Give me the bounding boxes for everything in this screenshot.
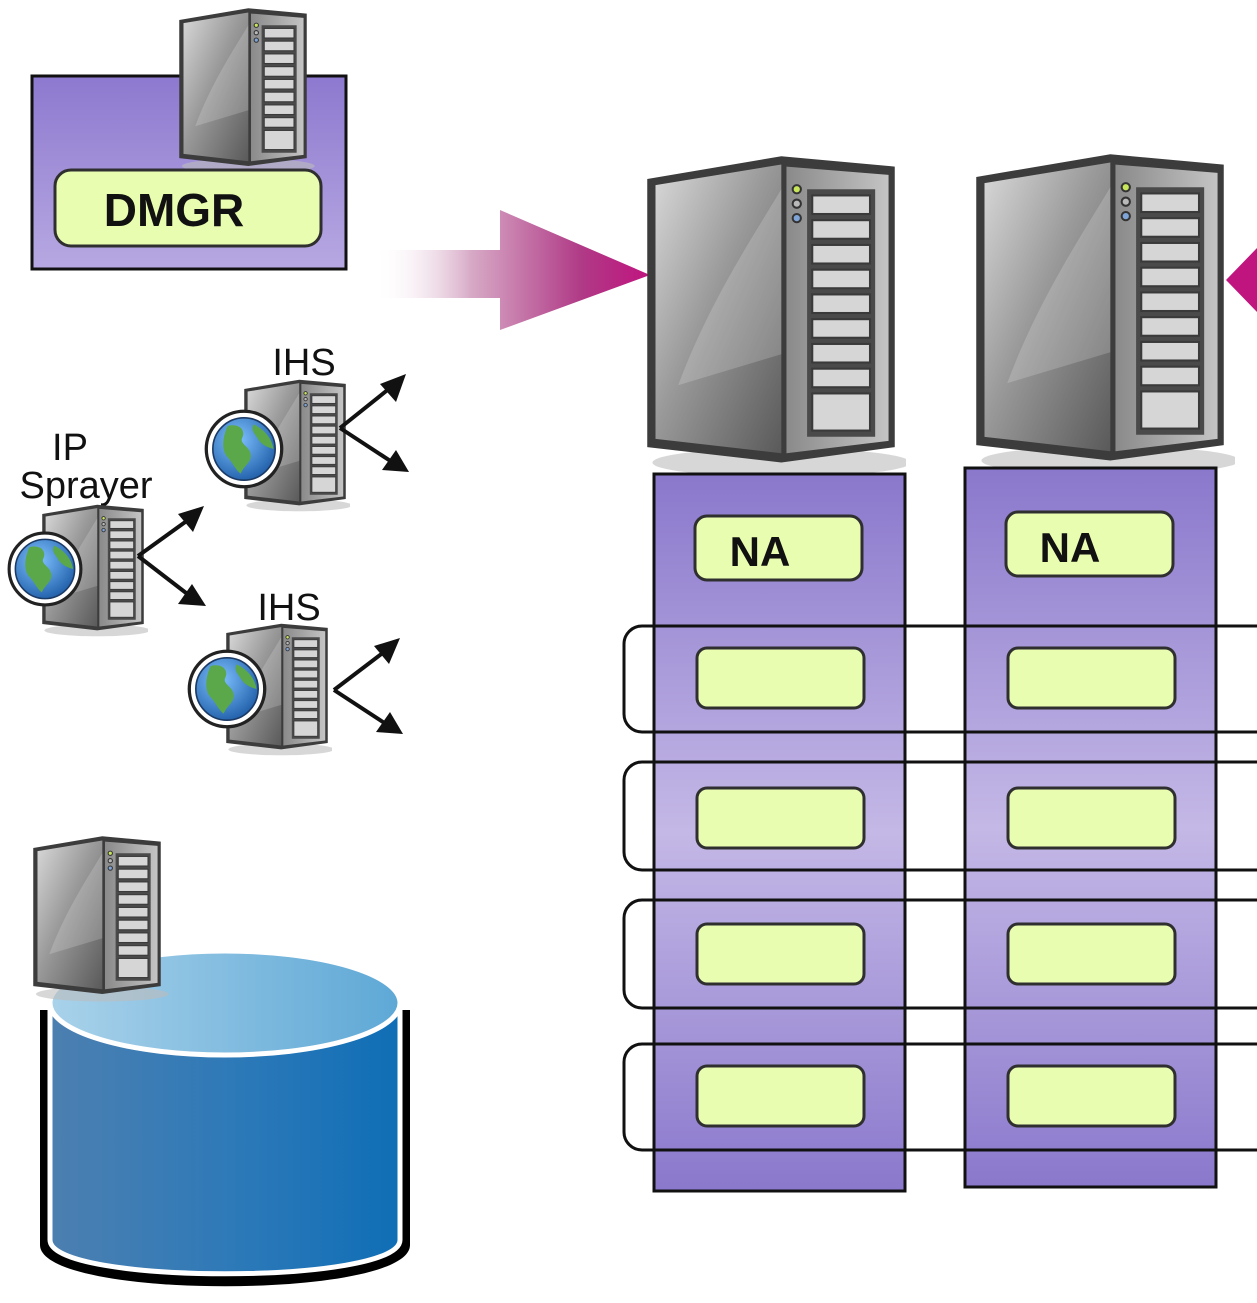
node-right-server-icon: [975, 153, 1235, 476]
member-left-3: [695, 922, 866, 986]
member-left-4: [695, 1064, 866, 1128]
dmgr-label: DMGR: [104, 184, 245, 236]
node-left-agent-box: [693, 514, 864, 582]
dmgr-group: DMGR: [30, 7, 348, 271]
ip-sprayer-label-line1: IP: [52, 427, 88, 469]
dmgr-server-icon: [178, 7, 316, 174]
database-group: [32, 835, 410, 1287]
cluster-members: [695, 646, 1177, 1128]
ip-sprayer-globe-icon: [7, 531, 83, 607]
node-left-agent-label: NA: [730, 528, 791, 575]
arrow-right-edge-icon: [1226, 248, 1257, 312]
ihs-bottom-arrow-up-icon: [374, 638, 400, 664]
ihs-bottom-label: IHS: [257, 587, 320, 629]
ip-sprayer-arrow-up-icon: [178, 506, 204, 532]
ihs-top-arrow-down-icon: [382, 450, 409, 472]
node-right-agent-box: [1004, 510, 1175, 578]
member-right-3: [1006, 922, 1177, 986]
arrow-to-node-left: [375, 210, 650, 330]
ihs-top-globe-icon: [204, 409, 284, 489]
member-left-1: [695, 646, 866, 710]
member-right-2: [1006, 786, 1177, 850]
ihs-bottom-globe-icon: [187, 649, 267, 729]
ihs-top-group: IHS: [204, 342, 409, 512]
dmgr-label-box: [53, 168, 323, 248]
cluster-outlines: [622, 624, 1257, 1152]
node-left-server-icon: [646, 155, 906, 478]
cluster-outline-3: [622, 898, 1257, 1010]
ip-sprayer-label-line2: Sprayer: [19, 465, 152, 507]
ihs-bottom-group: IHS: [187, 587, 403, 756]
cluster-outline-4: [622, 1042, 1257, 1152]
member-right-1: [1006, 646, 1177, 710]
database-server-icon: [32, 835, 170, 1002]
ihs-bottom-arrow-down-icon: [376, 712, 403, 734]
arrow-icon: [375, 210, 650, 330]
node-right-agent-label: NA: [1040, 524, 1101, 571]
ihs-top-label: IHS: [272, 342, 335, 384]
database-icon: [47, 1002, 403, 1277]
ihs-top-arrow-up-icon: [380, 374, 406, 402]
cluster-outline-2: [622, 760, 1257, 872]
member-left-2: [695, 786, 866, 850]
ip-sprayer-arrow-down-icon: [178, 584, 206, 606]
cluster-outline-1: [622, 624, 1257, 734]
ip-sprayer-group: IP Sprayer: [7, 427, 206, 637]
member-right-4: [1006, 1064, 1177, 1128]
